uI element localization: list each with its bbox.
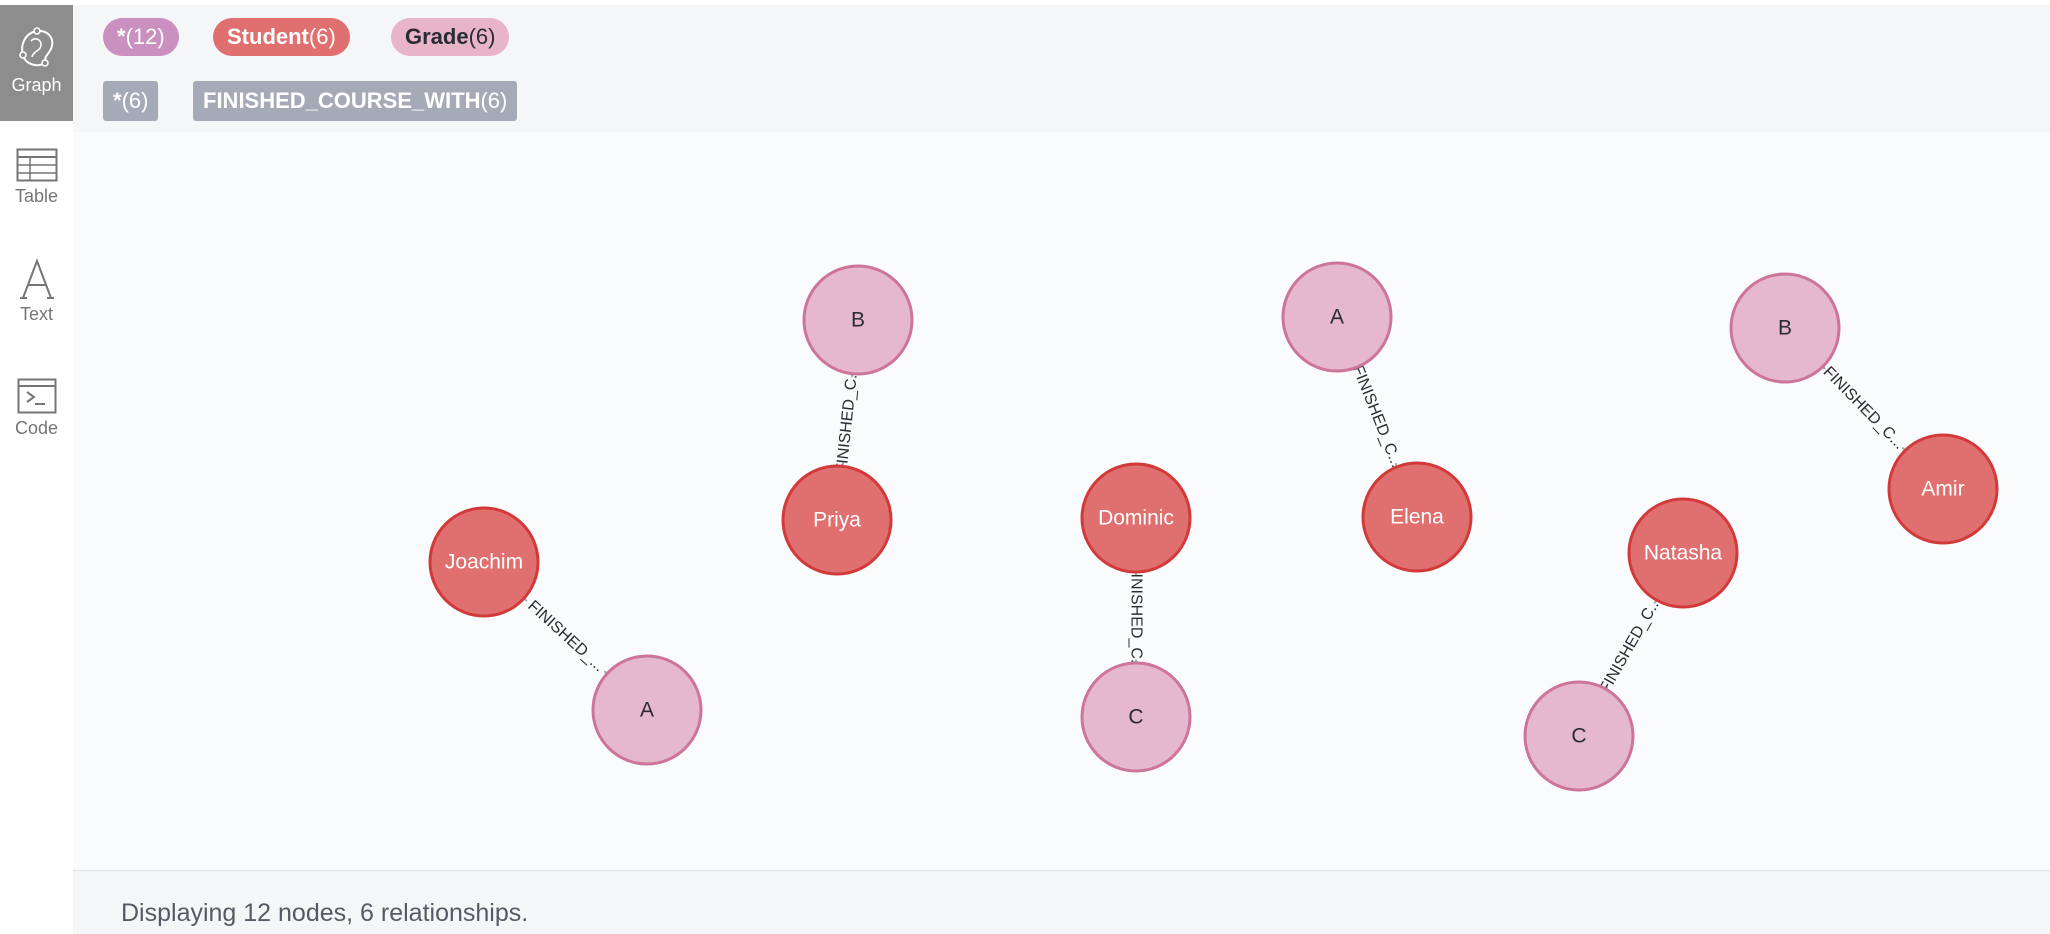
node-circle[interactable] xyxy=(781,464,893,576)
relationship-label: FINISHED_C... xyxy=(833,365,861,475)
relationship-label: FINISHED_C... xyxy=(1349,363,1405,470)
student-node[interactable]: Amir xyxy=(1887,433,1999,545)
text-icon xyxy=(19,258,54,299)
relationship-edge[interactable]: FINISHED_C... xyxy=(833,357,862,482)
node-caption: C xyxy=(1128,706,1143,729)
sidebar-item-graph[interactable]: Graph xyxy=(0,5,73,121)
node-circle[interactable] xyxy=(1729,272,1841,384)
student-node[interactable]: Dominic xyxy=(1080,462,1192,574)
node-caption: Joachim xyxy=(445,551,523,574)
relationship-label: FINISHED_... xyxy=(524,597,607,675)
graph-icon xyxy=(18,27,53,67)
pill-count: (6) xyxy=(468,24,496,49)
status-bar: Displaying 12 nodes, 6 relationships. xyxy=(73,870,2050,934)
graph-legend-header: *(12) Student(6) Grade(6) *(6) FINISHED_… xyxy=(73,5,2050,132)
tag-name: * xyxy=(113,88,122,113)
sidebar-item-table[interactable]: Table xyxy=(0,148,73,207)
relationship-label: FINISHED_C... xyxy=(1597,594,1665,697)
status-text: Displaying 12 nodes, 6 relationships. xyxy=(121,899,529,927)
node-circle[interactable] xyxy=(1523,680,1635,792)
node-circle[interactable] xyxy=(591,654,703,766)
node-label-student-pill[interactable]: Student(6) xyxy=(213,18,350,56)
node-caption: Amir xyxy=(1921,478,1964,501)
grade-node[interactable]: A xyxy=(1281,261,1393,373)
pill-count: (12) xyxy=(125,24,165,49)
relationship-edge[interactable]: FINISHED_... xyxy=(519,593,619,686)
tag-count: (6) xyxy=(480,88,508,113)
pill-count: (6) xyxy=(308,24,336,49)
node-caption: B xyxy=(851,309,865,332)
grade-node[interactable]: B xyxy=(802,264,914,376)
node-caption: Priya xyxy=(813,509,861,532)
sidebar-item-label: Code xyxy=(14,418,59,438)
sidebar-item-text[interactable]: Text xyxy=(0,258,73,325)
pill-name: Student xyxy=(227,24,309,49)
graph-canvas[interactable]: FINISHED_... FINISHED_C... FINISHED_C... FI… xyxy=(73,132,2050,870)
grade-node[interactable]: B xyxy=(1729,272,1841,384)
relationship-type-all-tag[interactable]: *(6) xyxy=(103,81,159,121)
sidebar: Graph Table Text Code xyxy=(0,0,73,933)
relationship-label: FINISHED_C... xyxy=(1128,564,1145,672)
node-label-all-pill[interactable]: *(12) xyxy=(103,18,179,56)
node-caption: Elena xyxy=(1390,506,1444,529)
node-label-grade-pill[interactable]: Grade(6) xyxy=(391,18,510,56)
student-node[interactable]: Joachim xyxy=(428,506,540,618)
code-icon xyxy=(17,378,56,414)
student-node[interactable]: Natasha xyxy=(1627,497,1739,609)
relationship-type-finished-course-with-tag[interactable]: FINISHED_COURSE_WITH(6) xyxy=(193,81,518,121)
node-caption: A xyxy=(1330,306,1344,329)
node-caption: A xyxy=(640,699,654,722)
grade-node[interactable]: A xyxy=(591,654,703,766)
node-circle[interactable] xyxy=(1080,661,1192,773)
student-node[interactable]: Priya xyxy=(781,464,893,576)
relationship-edge[interactable]: FINISHED_C... xyxy=(1811,354,1908,454)
tag-count: (6) xyxy=(121,88,149,113)
grade-node[interactable]: C xyxy=(1080,661,1192,773)
student-node[interactable]: Elena xyxy=(1361,461,1473,573)
relationship-edge[interactable]: FINISHED_C... xyxy=(1128,556,1145,680)
table-icon xyxy=(16,148,57,182)
graph-svg[interactable]: FINISHED_... FINISHED_C... FINISHED_C... FI… xyxy=(73,132,2050,870)
sidebar-item-label: Table xyxy=(14,186,59,206)
node-caption: B xyxy=(1778,317,1792,340)
node-caption: C xyxy=(1571,725,1586,748)
node-caption: Dominic xyxy=(1098,507,1174,530)
node-circle[interactable] xyxy=(802,264,914,376)
node-circle[interactable] xyxy=(1080,462,1192,574)
tag-name: FINISHED_COURSE_WITH xyxy=(203,88,481,113)
node-circle[interactable] xyxy=(1887,433,1999,545)
node-circle[interactable] xyxy=(1627,497,1739,609)
grade-node[interactable]: C xyxy=(1523,680,1635,792)
node-circle[interactable] xyxy=(1361,461,1473,573)
pill-name: * xyxy=(117,24,126,49)
pill-name: Grade xyxy=(405,24,469,49)
sidebar-item-label: Graph xyxy=(11,75,62,95)
relationship-edge[interactable]: FINISHED_C... xyxy=(1346,355,1405,475)
node-caption: Natasha xyxy=(1644,542,1723,565)
relationship-edge[interactable]: FINISHED_C... xyxy=(1594,590,1665,701)
sidebar-item-label: Text xyxy=(19,304,53,324)
node-circle[interactable] xyxy=(1281,261,1393,373)
relationship-label: FINISHED_C... xyxy=(1820,363,1908,452)
sidebar-item-code[interactable]: Code xyxy=(0,378,73,439)
node-circle[interactable] xyxy=(428,506,540,618)
